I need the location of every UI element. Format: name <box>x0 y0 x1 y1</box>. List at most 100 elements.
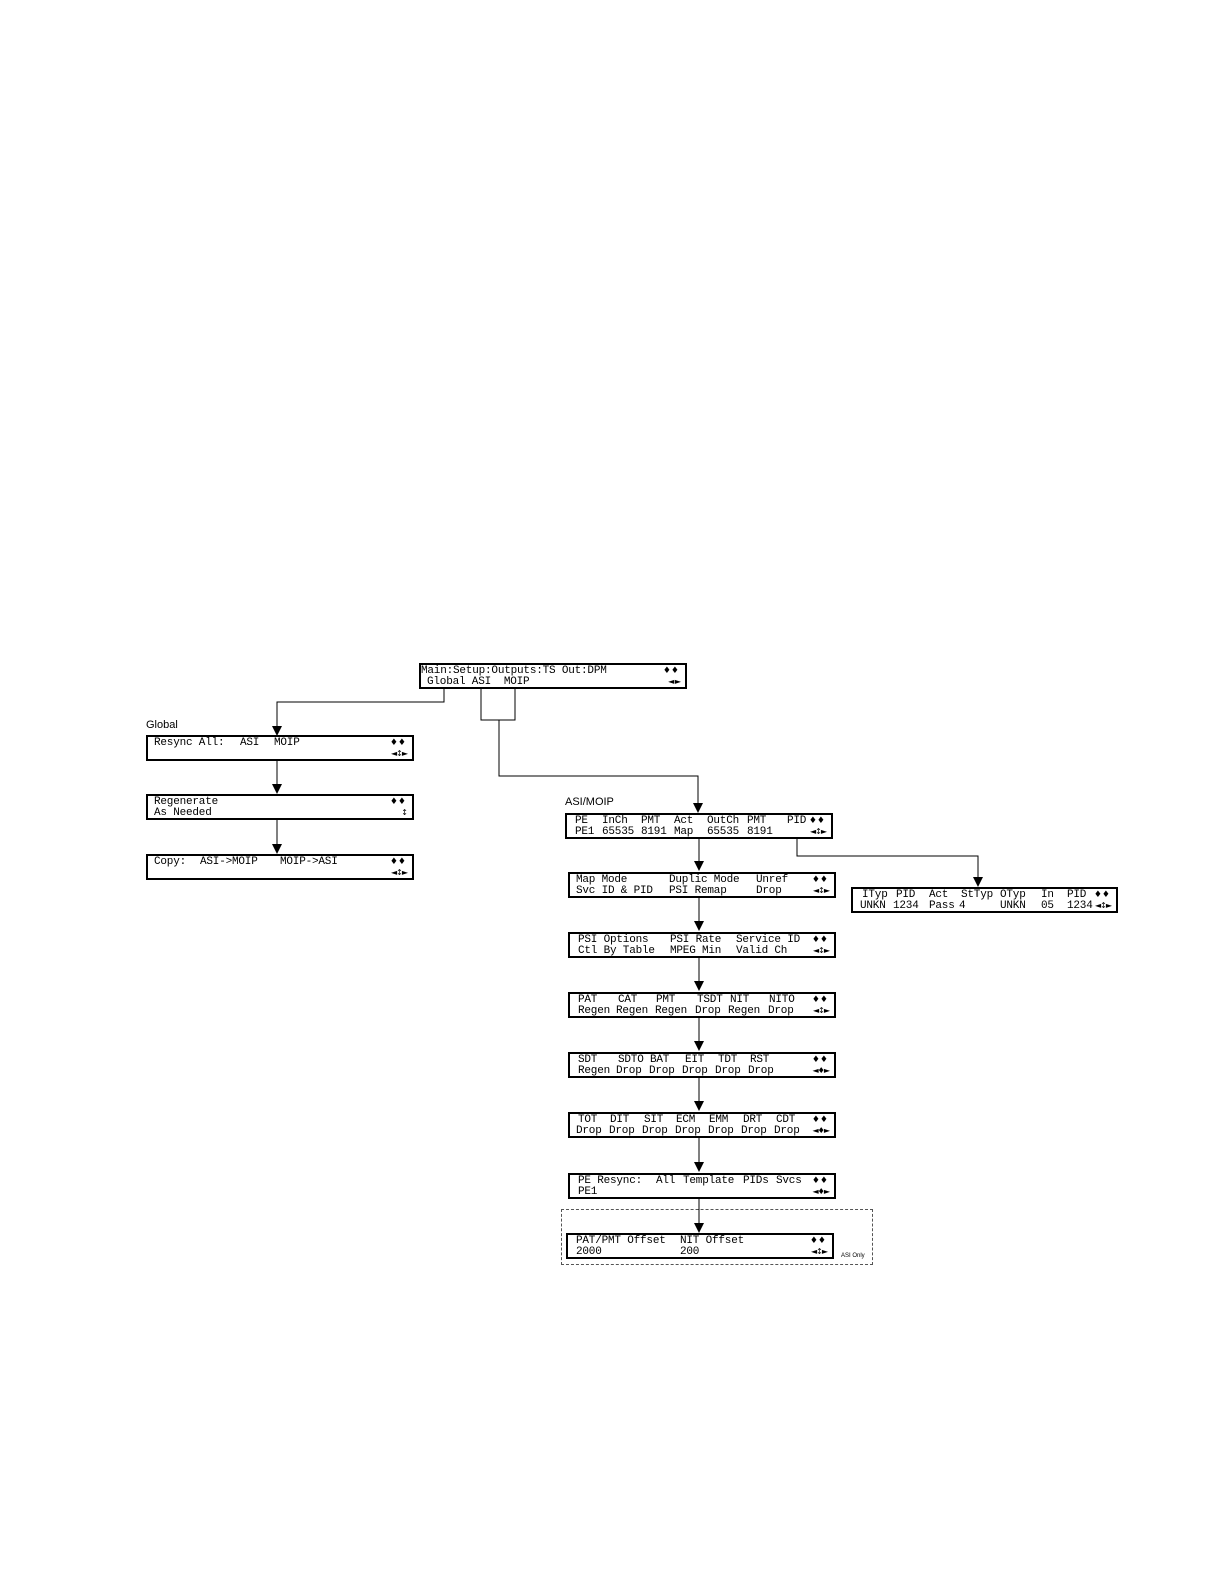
pe-mapping-screen[interactable]: PE InCh PMT Act OutCh PMT PID PE1 65535 … <box>565 813 833 839</box>
pmt-header: PMT <box>641 815 661 827</box>
main-menu-path: Main:Setup:Outputs:TS Out:DPM <box>421 665 607 677</box>
drt-header: DRT <box>743 1114 763 1126</box>
psi-options-header: PSI Options <box>578 934 649 946</box>
pmt-value: Regen <box>655 1005 688 1017</box>
copy-screen[interactable]: Copy: ASI->MOIP MOIP->ASI ♦♦ ◄↕► <box>146 854 414 880</box>
service-id-value: Valid Ch <box>736 945 788 957</box>
asi-only-label: ASI Only <box>841 1253 865 1259</box>
pid-out-header: PID <box>1067 889 1087 901</box>
dit-header: DIT <box>610 1114 630 1126</box>
cat-header: CAT <box>618 994 638 1006</box>
act-header: Act <box>674 815 694 827</box>
in-header: In <box>1041 889 1054 901</box>
connector-main-to-global <box>272 688 445 736</box>
main-menu-screen[interactable]: Main:Setup:Outputs:TS Out:DPM Global ASI… <box>419 663 687 689</box>
unref-value: Drop <box>756 885 782 897</box>
map-mode-header: Map Mode <box>576 874 628 886</box>
unref-header: Unref <box>756 874 789 886</box>
resync-all-screen[interactable]: Resync All: ASI MOIP ♦♦ ◄↕► <box>146 735 414 761</box>
dit-value: Drop <box>609 1125 635 1137</box>
tsdt-header: TSDT <box>697 994 723 1006</box>
inch-header: InCh <box>602 815 628 827</box>
connector-main-bracket <box>480 688 516 721</box>
act-header: Act <box>929 889 949 901</box>
resync-asi-option: ASI <box>240 737 260 749</box>
nit-offset-value: 200 <box>680 1246 700 1258</box>
sdt-header: SDT <box>578 1054 598 1066</box>
map-mode-screen[interactable]: Map Mode Duplic Mode Unref Svc ID & PID … <box>568 872 836 898</box>
tdt-header: TDT <box>718 1054 738 1066</box>
nav-arrows-icon: ◄↕► <box>812 886 830 895</box>
psi-options-value: Ctl By Table <box>578 945 655 957</box>
ityp-value: UNKN <box>860 900 886 912</box>
nav-arrows-icon: ◄↕► <box>812 946 830 955</box>
nav-arrows-icon: ◄↕► <box>812 1006 830 1015</box>
pid-header: PID <box>787 815 807 827</box>
pe-resync-screen[interactable]: PE Resync: All Template PIDs Svcs PE1 ♦♦… <box>568 1173 836 1199</box>
resync-all-option: All <box>656 1175 676 1187</box>
inch-value: 65535 <box>602 826 635 838</box>
sit-header: SIT <box>644 1114 664 1126</box>
copy-asi-to-moip-option: ASI->MOIP <box>200 856 258 868</box>
cat-value: Regen <box>616 1005 649 1017</box>
regenerate-label: Regenerate <box>154 796 219 808</box>
psi-rate-value: MPEG Min <box>670 945 722 957</box>
eit-value: Drop <box>682 1065 708 1077</box>
ecm-header: ECM <box>676 1114 696 1126</box>
menu-dots-icon: ♦♦ <box>811 1115 828 1125</box>
pid-in-value: 1234 <box>893 900 919 912</box>
nav-arrows-icon: ◄♦► <box>812 1066 831 1075</box>
menu-dots-icon: ♦♦ <box>1093 890 1110 900</box>
menu-dots-icon: ♦♦ <box>811 875 828 885</box>
sttyp-header: StTyp <box>961 889 994 901</box>
resync-template-option: Template <box>683 1175 735 1187</box>
sdt-value: Regen <box>578 1065 611 1077</box>
out-pmt-header: PMT <box>747 815 767 827</box>
menu-dots-icon: ♦♦ <box>811 1055 828 1065</box>
emm-value: Drop <box>708 1125 734 1137</box>
menu-dots-icon: ♦♦ <box>808 816 825 826</box>
map-mode-value: Svc ID & PID <box>576 885 653 897</box>
tdt-value: Drop <box>715 1065 741 1077</box>
pat-value: Regen <box>578 1005 611 1017</box>
main-menu-options: Global ASI MOIP <box>427 676 530 688</box>
global-section-label: Global <box>146 719 178 731</box>
pid-in-header: PID <box>896 889 916 901</box>
tot-tables-screen[interactable]: TOT DIT SIT ECM EMM DRT CDT Drop Drop Dr… <box>568 1112 836 1138</box>
cdt-header: CDT <box>776 1114 796 1126</box>
nito-header: NITO <box>769 994 795 1006</box>
nav-arrows-icon: ◄♦► <box>812 1187 831 1196</box>
pid-details-screen[interactable]: ITyp PID Act StTyp OTyp In PID UNKN 1234… <box>851 887 1118 913</box>
tot-header: TOT <box>578 1114 598 1126</box>
offset-screen[interactable]: PAT/PMT Offset NIT Offset 2000 200 ♦♦ ◄↕… <box>566 1233 834 1259</box>
bat-value: Drop <box>649 1065 675 1077</box>
pat-header: PAT <box>578 994 598 1006</box>
rst-header: RST <box>750 1054 770 1066</box>
sdt-tables-screen[interactable]: SDT SDTO BAT EIT TDT RST Regen Drop Drop… <box>568 1052 836 1078</box>
nito-value: Drop <box>768 1005 794 1017</box>
menu-dots-icon: ♦♦ <box>811 935 828 945</box>
pe-header: PE <box>575 815 588 827</box>
menu-dots-icon: ♦♦ <box>809 1236 826 1246</box>
pat-pmt-offset-label: PAT/PMT Offset <box>576 1235 666 1247</box>
resync-moip-option: MOIP <box>274 737 300 749</box>
pe-resync-label: PE Resync: <box>578 1175 643 1187</box>
menu-dots-icon: ♦♦ <box>811 995 828 1005</box>
regenerate-screen[interactable]: Regenerate As Needed ♦♦ ↕ <box>146 794 414 820</box>
copy-label: Copy: <box>154 856 187 868</box>
act-value: Map <box>674 826 694 838</box>
outch-value: 65535 <box>707 826 740 838</box>
asi-moip-section-label: ASI/MOIP <box>565 796 614 808</box>
sit-value: Drop <box>642 1125 668 1137</box>
menu-dots-icon: ♦♦ <box>389 738 406 748</box>
pat-tables-screen[interactable]: PAT CAT PMT TSDT NIT NITO Regen Regen Re… <box>568 992 836 1018</box>
menu-dots-icon: ♦♦ <box>662 666 679 676</box>
service-id-header: Service ID <box>736 934 801 946</box>
psi-options-screen[interactable]: PSI Options PSI Rate Service ID Ctl By T… <box>568 932 836 958</box>
nav-arrows-icon: ◄♦► <box>812 1126 831 1135</box>
tsdt-value: Drop <box>695 1005 721 1017</box>
pmt-value: 8191 <box>641 826 667 838</box>
duplic-mode-value: PSI Remap <box>669 885 727 897</box>
in-value: 05 <box>1041 900 1054 912</box>
